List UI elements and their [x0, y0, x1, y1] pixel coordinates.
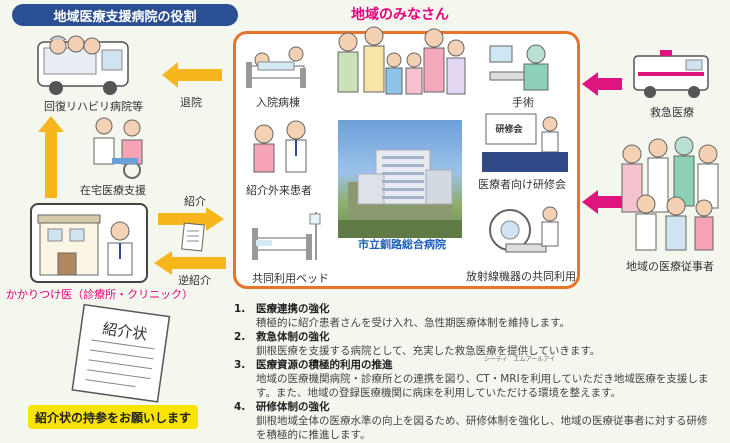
role-item: 1. 医療連携の強化 積極的に紹介患者さんを受け入れ、急性期医療体制を維持します。 — [234, 302, 724, 330]
hospital-photo — [338, 120, 462, 238]
surgery-label: 手術 — [512, 96, 534, 109]
role-item: 3. 医療資源の積極的利用の推進 シーティ エムアールアイ 地域の医療機関病院・診療… — [234, 356, 724, 400]
up-arrow — [38, 116, 64, 198]
role-description: を積極的に推進します。 — [256, 429, 371, 441]
outpatient-illustration — [253, 120, 307, 173]
role-number: 2. — [234, 331, 246, 343]
role-item: 2. 救急体制の強化 釧根医療を支援する病院として、充実した救急医療を提供していき… — [234, 330, 724, 358]
role-description: 積極的に紹介患者さんを受け入れ、急性期医療体制を維持します。 — [256, 317, 571, 329]
radiology-label: 放射線機器の共同利用 — [466, 270, 576, 283]
staff-label: 地域の医療従事者 — [626, 260, 714, 273]
role-title: 研修体制の強化 — [256, 401, 330, 413]
role-title: 地域医療支援病院の役割 — [53, 9, 197, 25]
referral-letter-illustration: 紹介状 — [71, 303, 171, 403]
role-description: す。また、地域の登録医療機関に病床を利用していただける環境を整えます。 — [256, 387, 622, 399]
role-title-badge: 地域医療支援病院の役割 — [12, 4, 238, 26]
role-title: 医療連携の強化 — [256, 303, 330, 315]
outpatient-label: 紹介外来患者 — [246, 184, 312, 197]
beds-illustration — [252, 212, 321, 260]
discharge-label: 退院 — [180, 96, 202, 109]
referral-arrow — [158, 207, 224, 231]
note-badge: 紹介状の持参をお願いします — [28, 405, 198, 429]
role-item: 4. 研修体制の強化 釧根地域全体の医療水準の向上を図るため、研修体制を強化し、地… — [234, 400, 724, 442]
emergency-arrow — [582, 72, 622, 96]
reverse-referral-label: 逆紹介 — [178, 274, 211, 287]
ambulance-illustration — [633, 50, 709, 98]
inpatient-label: 入院病棟 — [256, 96, 300, 109]
reverse-referral-arrow — [154, 251, 226, 275]
training-label: 医療者向け研修会 — [478, 178, 566, 191]
clinic-illustration — [37, 214, 133, 276]
community-title: 地域のみなさん — [351, 7, 449, 23]
staff-arrow — [582, 190, 622, 214]
clinic-label: かかりつけ医（診療所・クリニック） — [6, 288, 194, 301]
discharge-arrow — [162, 62, 222, 88]
home-care-label: 在宅医療支援 — [80, 184, 146, 197]
role-number: 3. — [234, 359, 246, 371]
emergency-label: 救急医療 — [650, 106, 694, 119]
community-people-illustration — [337, 26, 466, 95]
home-care-illustration — [93, 117, 143, 179]
radiology-illustration — [489, 206, 559, 253]
training-sign: 研修会 — [495, 125, 523, 135]
referral-document-icon — [181, 222, 205, 252]
role-title: 救急体制の強化 — [256, 331, 330, 343]
role-number: 1. — [234, 303, 246, 315]
hospital-building-graphic — [338, 149, 462, 238]
training-illustration — [482, 113, 568, 172]
rehab-label: 回復リハビリ病院等 — [44, 100, 143, 113]
role-title: 医療資源の積極的利用の推進 — [256, 359, 393, 371]
note-text: 紹介状の持参をお願いします — [34, 410, 191, 425]
hospital-name: 市立釧路総合病院 — [358, 238, 446, 251]
role-description: 釧根地域全体の医療水準の向上を図るため、研修体制を強化し、地域の医療従事者に対す… — [256, 415, 708, 427]
role-description: 釧根医療を支援する病院として、充実した救急医療を提供していきます。 — [256, 345, 601, 357]
surgery-illustration — [489, 44, 549, 91]
roles-list: 1. 医療連携の強化 積極的に紹介患者さんを受け入れ、急性期医療体制を維持します。… — [234, 302, 724, 442]
role-description: 地域の医療機関病院・診療所との連携を図り、CT・MRIを利用していただき地域医療… — [256, 373, 709, 385]
referral-label: 紹介 — [184, 195, 206, 208]
beds-label: 共同利用ベッド — [252, 272, 329, 285]
inpatient-illustration — [246, 46, 306, 88]
role-number: 4. — [234, 401, 246, 413]
clinic-box — [30, 203, 148, 283]
medical-staff-illustration — [621, 136, 719, 251]
ruby-note: シーティ エムアールアイ — [484, 356, 555, 363]
rehab-van-illustration — [37, 35, 129, 95]
